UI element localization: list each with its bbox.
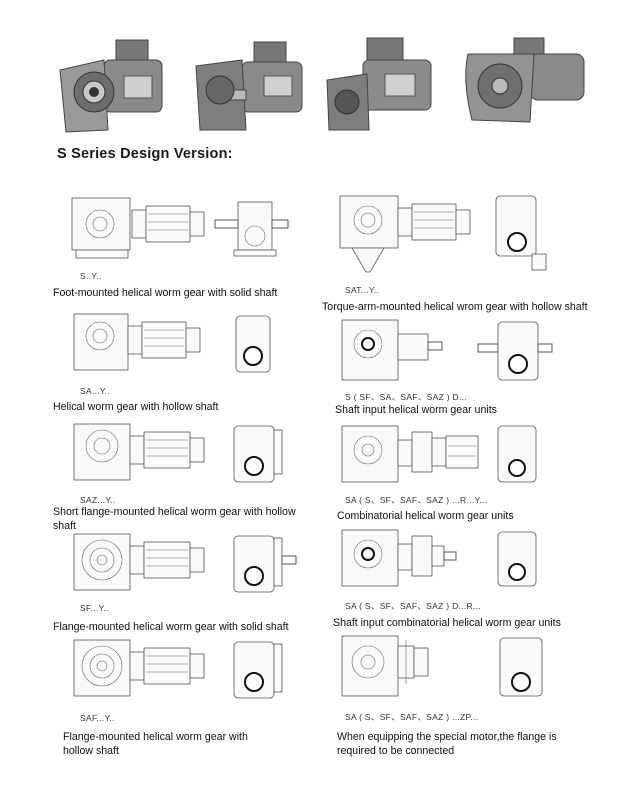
variant-caption: Shaft input helical worm gear units [335,404,497,416]
variant-caption: Helical worm gear with hollow shaft [53,401,219,413]
drawing-short-flange-hollow-shaft [73,423,283,483]
section-heading: S Series Design Version: [57,146,233,162]
variant-caption: Foot-mounted helical worm gear with soli… [53,287,278,299]
variant-caption: Combinatorial helical worm gear units [337,510,514,522]
variant-code: SAF...Y.. [80,713,115,723]
variant-code: SA...Y.. [80,386,111,396]
variant-code: SAT...Y.. [345,285,380,295]
variant-code: SA ( S、SF、SAF、SAZ ) ...R...Y... [345,495,488,505]
drawing-flange-hollow-shaft [73,639,283,699]
variant-caption: Flange-mounted helical worm gear with ho… [63,731,248,757]
drawing-combinatorial [341,425,537,483]
variant-caption: Torque-arm-mounted helical wrom gear wit… [322,301,588,313]
variant-caption: Short flange-mounted helical worm gear w… [53,506,296,532]
variant-code: SAZ...Y.. [80,495,116,505]
drawing-flange-solid-shaft [73,533,297,593]
drawing-special-motor-flange [341,635,543,697]
variant-code: SA ( S、SF、SAF、SAZ ) D...R... [345,601,481,611]
drawing-torque-arm-hollow-shaft [339,195,547,273]
variant-caption: Shaft input combinatorial helical worm g… [333,617,561,629]
drawing-hollow-shaft [73,313,271,373]
variant-caption: When equipping the special motor,the fla… [337,731,557,757]
photo-gear-motor-3 [326,37,432,131]
variant-code: SF...Y.. [80,603,109,613]
photo-gear-motor-1 [59,39,163,133]
variant-code: S ( SF、SA、SAF、SAZ ) D... [345,392,467,402]
variant-code: SA ( S、SF、SAF、SAZ ) ...ZP... [345,712,479,722]
photo-gear-motor-4 [465,37,585,123]
variant-code: S..Y.. [80,271,102,281]
drawing-shaft-input-combinatorial [341,529,537,587]
drawing-shaft-input [341,319,553,381]
drawing-foot-mounted-solid-shaft [71,197,289,259]
photo-gear-motor-2 [195,41,303,131]
variant-caption: Flange-mounted helical worm gear with so… [53,621,289,633]
